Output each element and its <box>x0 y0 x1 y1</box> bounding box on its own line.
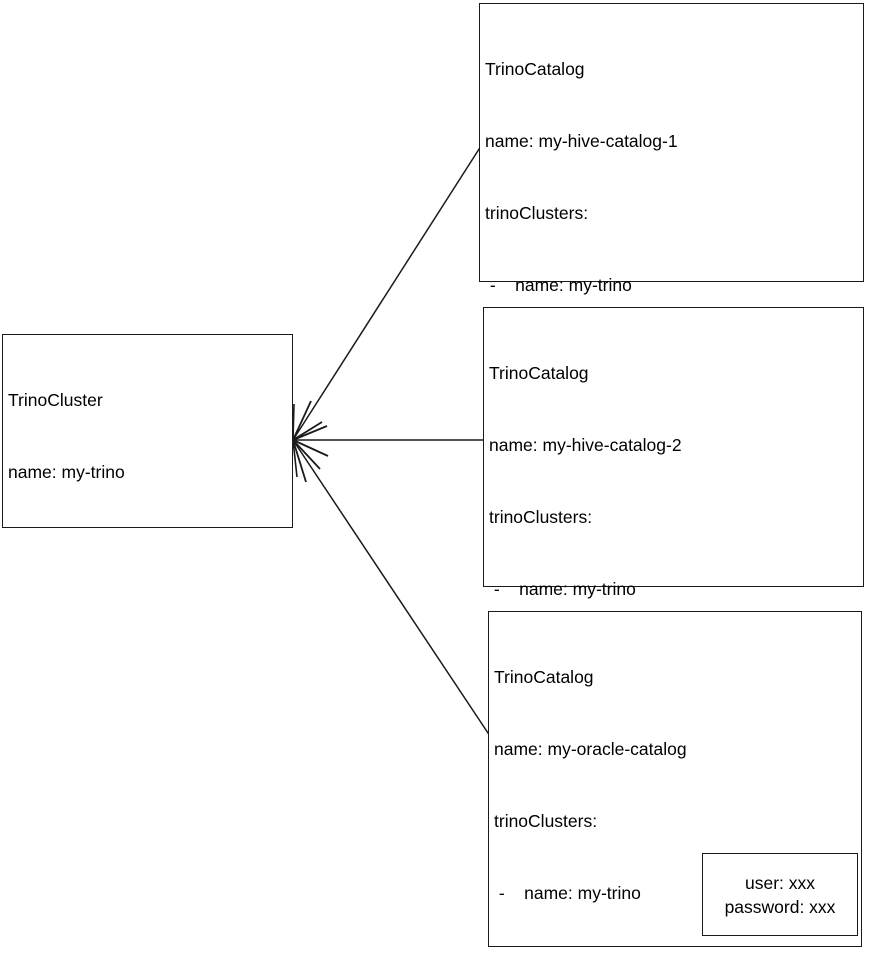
yaml-line: TrinoCatalog <box>494 667 594 687</box>
yaml-line: TrinoCluster <box>8 390 103 410</box>
yaml-line: name: my-oracle-catalog <box>494 739 687 759</box>
yaml-line: - name: my-trino <box>489 579 636 599</box>
trino-cluster-yaml: TrinoCluster name: my-trino <box>8 340 289 532</box>
yaml-line: trinoClusters: <box>485 203 589 223</box>
edge-hive-catalog-2-to-trino-cluster <box>292 425 483 457</box>
yaml-line: TrinoCatalog <box>485 59 585 79</box>
yaml-line: - name: my-trino <box>485 275 632 295</box>
yaml-line: name: my-hive-catalog-2 <box>489 435 682 455</box>
yaml-line: name: my-hive-catalog-1 <box>485 131 678 151</box>
node-oracle-secret[interactable]: user: xxx password: xxx <box>702 853 858 936</box>
yaml-line: - name: my-trino <box>494 883 641 903</box>
oracle-catalog-yaml: TrinoCatalog name: my-oracle-catalog tri… <box>494 617 858 954</box>
yaml-line: trinoClusters: <box>494 811 598 831</box>
yaml-line: TrinoCatalog <box>489 363 589 383</box>
secret-line: password: xxx <box>724 896 836 917</box>
node-hive-catalog-1[interactable]: TrinoCatalog name: my-hive-catalog-1 tri… <box>479 3 864 655</box>
yaml-line: name: my-trino <box>8 462 125 482</box>
node-trino-cluster[interactable]: TrinoCluster name: my-trino <box>2 334 293 528</box>
edge-hive-catalog-1-to-trino-cluster <box>292 145 482 441</box>
node-hive-catalog-2[interactable]: TrinoCatalog name: my-hive-catalog-2 tri… <box>483 307 864 887</box>
edge-oracle-catalog-to-trino-cluster <box>292 439 491 737</box>
secret-line: user: xxx <box>744 872 816 893</box>
arrowhead-cluster-trino-cluster <box>292 403 298 478</box>
yaml-line: trinoClusters: <box>489 507 593 527</box>
